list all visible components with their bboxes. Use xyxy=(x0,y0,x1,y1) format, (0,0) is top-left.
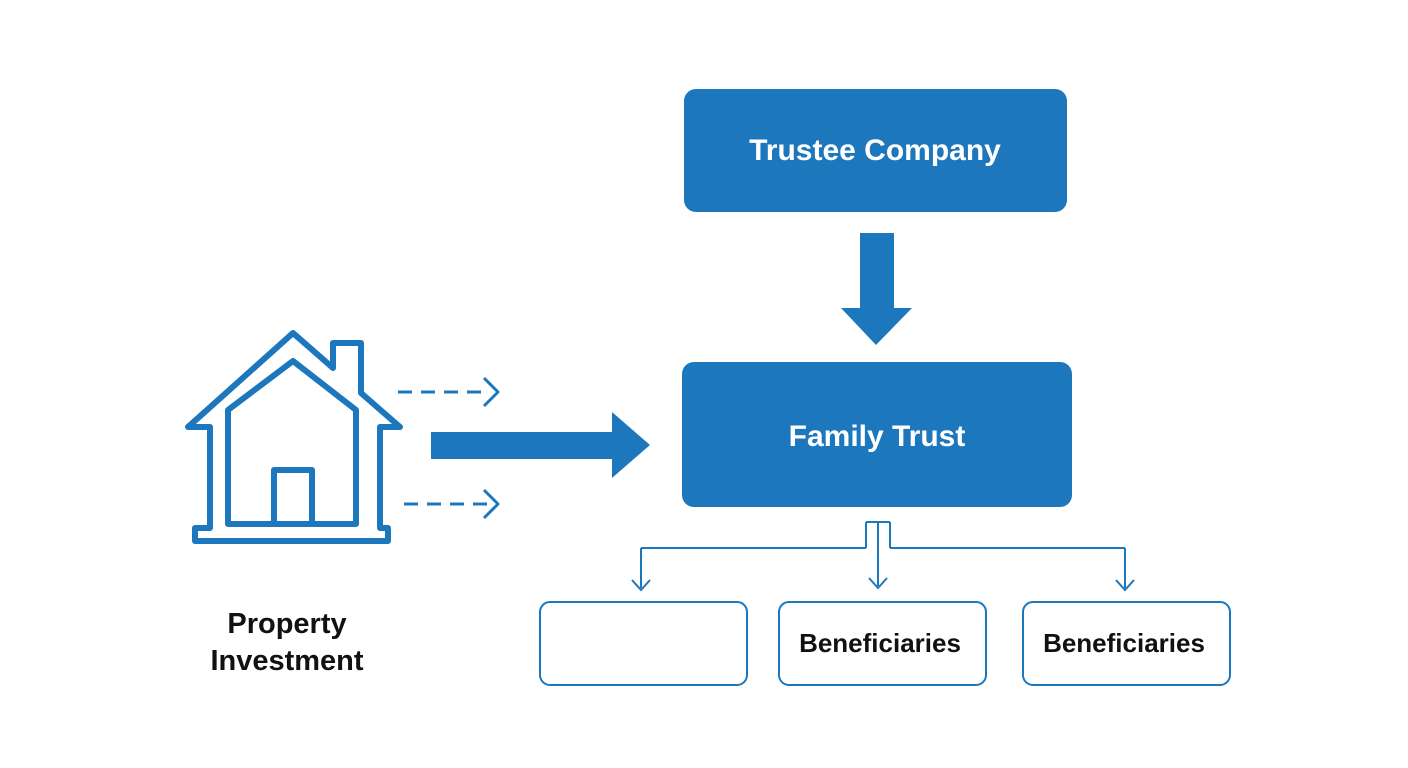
property-to-trust-arrow xyxy=(431,412,650,478)
beneficiary-2-label: Beneficiaries xyxy=(799,628,961,658)
beneficiary-connectors xyxy=(631,521,1135,592)
dashed-arrow-top xyxy=(398,376,500,408)
trustee-to-trust-arrow xyxy=(841,233,912,345)
beneficiary-node-2[interactable]: Beneficiaries xyxy=(778,601,987,686)
trustee-company-label: Trustee Company xyxy=(749,134,1001,167)
family-trust-label: Family Trust xyxy=(789,420,966,453)
property-investment-label-line1: Property xyxy=(227,608,346,640)
family-trust-node[interactable]: Family Trust xyxy=(682,362,1072,507)
property-investment-label-line2: Investment xyxy=(210,645,363,677)
dashed-arrow-bottom xyxy=(404,488,500,520)
house-icon xyxy=(185,330,403,544)
beneficiary-node-3[interactable]: Beneficiaries xyxy=(1022,601,1231,686)
trustee-company-node[interactable]: Trustee Company xyxy=(684,89,1067,212)
beneficiary-node-1[interactable] xyxy=(539,601,748,686)
beneficiary-3-label: Beneficiaries xyxy=(1043,628,1205,658)
